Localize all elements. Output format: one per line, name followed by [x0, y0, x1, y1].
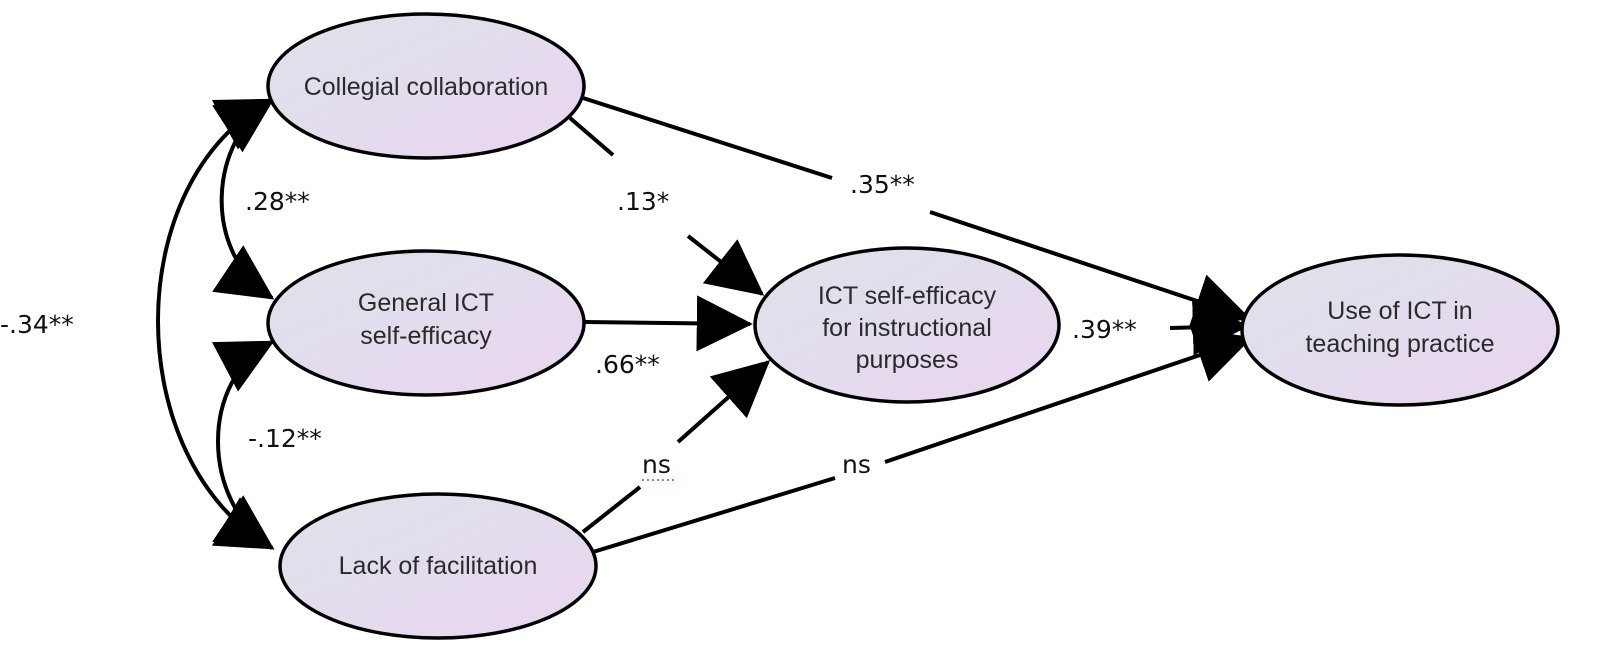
path-general-instructional: [584, 295, 753, 352]
coef-collegial-instructional: .13*: [617, 187, 669, 216]
node-lack-of-facilitation: Lack of facilitation: [278, 492, 598, 640]
node-label-line: self-efficacy: [360, 322, 492, 350]
coef-general-lack: -.12**: [248, 424, 322, 453]
node-collegial-collaboration: Collegial collaboration: [266, 12, 586, 160]
node-label-line: ICT self-efficacy: [818, 282, 997, 310]
path-collegial-use-segment-1: [582, 96, 833, 180]
coef-collegial-general: .28**: [245, 187, 310, 216]
covariance-collegial-lack: [156, 98, 275, 550]
path-lack-instructional-segment-1: [581, 485, 642, 534]
node-label-line: Collegial collaboration: [304, 73, 549, 101]
node-label-line: General ICT: [358, 289, 494, 317]
coef-general-instructional: .66**: [595, 350, 660, 379]
path-lack-use-segment-1: [592, 476, 836, 554]
coef-lack-instructional: ns: [642, 450, 671, 479]
node-use-of-ict-teaching: Use of ICT in teaching practice: [1240, 253, 1560, 407]
coef-collegial-lack: -.34**: [0, 310, 74, 339]
coef-collegial-use: .35**: [850, 170, 915, 199]
coef-lack-use: ns: [842, 450, 871, 479]
node-ict-self-efficacy-instructional: ICT self-efficacy for instructional purp…: [753, 246, 1061, 404]
node-label-line: purposes: [856, 346, 959, 374]
node-label-line: for instructional: [822, 314, 992, 342]
node-general-ict-self-efficacy: General ICT self-efficacy: [266, 249, 586, 397]
node-label-line: Use of ICT in: [1327, 297, 1472, 325]
node-label-line: teaching practice: [1305, 330, 1494, 358]
path-collegial-instructional-segment-2: [686, 234, 765, 296]
path-instructional-use: [1169, 299, 1249, 356]
node-label-line: Lack of facilitation: [339, 552, 538, 580]
path-lack-use-segment-2: [884, 328, 1253, 464]
path-lack-instructional-segment-2: [676, 360, 771, 444]
coef-instructional-use: .39**: [1072, 315, 1137, 344]
path-collegial-instructional-segment-1: [568, 116, 615, 157]
